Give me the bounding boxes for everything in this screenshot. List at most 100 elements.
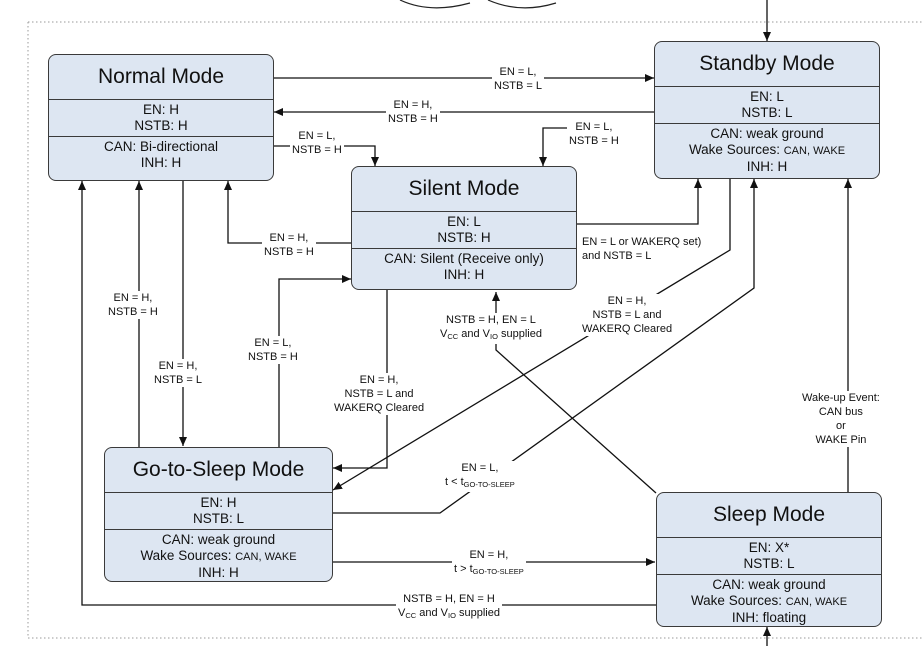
en-value: EN: X*	[748, 540, 790, 555]
wake-sources-value: CAN, WAKE	[783, 145, 846, 157]
en-value: EN: H	[200, 495, 237, 510]
condition-line: EN = H,	[607, 295, 647, 307]
condition-line: EN = L,	[461, 462, 499, 474]
inh-value: INH: H	[198, 565, 239, 580]
state-sleep-mode: Sleep Mode EN: X* NSTB: L CAN: weak grou…	[656, 492, 882, 627]
condition-line: NSTB = H	[292, 144, 342, 156]
time-subscript: GO-TO-SLEEP	[472, 567, 524, 576]
state-title: Go-to-Sleep Mode	[105, 448, 332, 493]
wake-sources: Wake Sources: CAN, WAKE	[105, 548, 332, 565]
nstb-value: NSTB: L	[743, 556, 795, 571]
vcc-subscript: CC	[447, 332, 459, 341]
state-title: Silent Mode	[352, 167, 576, 212]
diagram-border	[27, 21, 922, 639]
condition-line: NSTB = H	[108, 306, 158, 318]
condition-line: EN = L or WAKERQ set)	[582, 236, 702, 248]
condition-line: t > tGO-TO-SLEEP	[454, 562, 524, 579]
state-standby-mode: Standby Mode EN: L NSTB: L CAN: weak gro…	[654, 41, 880, 179]
label-standby-to-normal: EN = H, NSTB = H	[386, 98, 440, 126]
label-sleep-to-standby: Wake-up Event: CAN bus or WAKE Pin	[800, 391, 882, 447]
label-normal-to-silent: EN = L, NSTB = H	[290, 129, 344, 157]
condition-line: EN = H,	[113, 292, 153, 304]
condition-line: NSTB = H	[264, 246, 314, 258]
condition-line: VCC and VIO supplied	[440, 327, 542, 344]
state-outputs: CAN: Silent (Receive only) INH: H	[352, 248, 576, 285]
nstb-value: NSTB: L	[741, 105, 793, 120]
label-silent-to-normal: EN = H, NSTB = H	[262, 231, 316, 259]
state-outputs: CAN: weak ground Wake Sources: CAN, WAKE…	[657, 574, 881, 626]
condition-line: EN = L,	[298, 130, 336, 142]
state-normal-mode: Normal Mode EN: H NSTB: H CAN: Bi-direct…	[48, 54, 274, 181]
vio-subscript: IO	[490, 332, 498, 341]
inh-value: INH: H	[746, 159, 788, 174]
condition-line: EN = H,	[393, 99, 433, 111]
nstb-value: NSTB: L	[192, 511, 244, 526]
label-gotosleep-to-standby: EN = L, t < tGO-TO-SLEEP	[443, 461, 517, 492]
condition-line: EN = L,	[254, 337, 292, 349]
condition-line: NSTB = H	[388, 113, 438, 125]
condition-line: NSTB = L	[494, 80, 542, 92]
wake-sources-value: CAN, WAKE	[235, 551, 297, 563]
wake-sources-label: Wake Sources:	[690, 593, 786, 608]
state-title: Sleep Mode	[657, 493, 881, 538]
condition-line: EN = L,	[575, 121, 613, 133]
condition-line: EN = H,	[269, 232, 309, 244]
time-condition: t < t	[445, 476, 464, 488]
state-pins: EN: H NSTB: H	[49, 100, 273, 136]
label-gotosleep-to-silent: EN = L, NSTB = H	[246, 336, 300, 364]
state-outputs: CAN: weak ground Wake Sources: CAN, WAKE…	[655, 123, 879, 177]
cropped-ellipse-right	[487, 0, 557, 9]
state-pins: EN: L NSTB: H	[352, 212, 576, 248]
can-value: CAN: weak ground	[710, 126, 824, 141]
vio-symbol: and V	[458, 328, 490, 340]
condition-line: t < tGO-TO-SLEEP	[445, 475, 515, 492]
label-normal-to-gotosleep: EN = H, NSTB = L	[152, 359, 204, 387]
state-title: Normal Mode	[49, 55, 273, 100]
condition-line: or	[836, 420, 846, 432]
time-subscript: GO-TO-SLEEP	[463, 480, 515, 489]
condition-line: EN = H,	[469, 549, 509, 561]
wake-sources-value: CAN, WAKE	[785, 596, 848, 608]
condition-line: WAKERQ Cleared	[334, 402, 425, 414]
vcc-subscript: CC	[405, 611, 417, 620]
condition-line: NSTB = L and	[592, 309, 662, 321]
condition-line: and NSTB = L	[582, 250, 652, 262]
can-value: CAN: weak ground	[161, 532, 276, 547]
state-silent-mode: Silent Mode EN: L NSTB: H CAN: Silent (R…	[351, 166, 577, 290]
arrow-silent-to-standby	[577, 179, 702, 225]
state-title: Standby Mode	[655, 42, 879, 87]
state-pins: EN: L NSTB: L	[655, 87, 879, 123]
arrow-standby-to-gotosleep	[332, 179, 731, 491]
vio-symbol: and V	[416, 607, 448, 619]
time-condition: t > t	[454, 563, 473, 575]
label-sleep-to-silent: NSTB = H, EN = L VCC and VIO supplied	[438, 313, 544, 344]
state-go-to-sleep-mode: Go-to-Sleep Mode EN: H NSTB: L CAN: weak…	[104, 447, 333, 582]
condition-line: WAKE Pin	[815, 434, 867, 446]
can-value: CAN: Silent (Receive only)	[384, 251, 544, 266]
condition-line: EN = H,	[158, 360, 198, 372]
vcc-symbol: V	[398, 607, 406, 619]
state-outputs: CAN: Bi-directional INH: H	[49, 136, 273, 173]
inh-value: INH: H	[443, 267, 485, 282]
condition-line: EN = L,	[499, 66, 537, 78]
wake-sources-label: Wake Sources:	[140, 548, 236, 563]
can-value: CAN: Bi-directional	[103, 139, 219, 154]
state-pins: EN: X* NSTB: L	[657, 538, 881, 574]
state-outputs: CAN: weak ground Wake Sources: CAN, WAKE…	[105, 529, 332, 581]
inh-value: INH: floating	[731, 610, 807, 625]
wake-sources: Wake Sources: CAN, WAKE	[655, 142, 879, 159]
can-value: CAN: weak ground	[712, 577, 826, 592]
label-sleep-to-normal: NSTB = H, EN = H VCC and VIO supplied	[396, 592, 502, 623]
condition-line: WAKERQ Cleared	[582, 323, 673, 335]
nstb-value: NSTB: H	[437, 230, 491, 245]
label-silent-to-gotosleep: EN = H, NSTB = L and WAKERQ Cleared	[332, 373, 427, 415]
condition-line: EN = H,	[359, 374, 399, 386]
arrow-standby-to-silent	[539, 127, 578, 166]
en-value: EN: L	[447, 214, 481, 229]
supplied-text: supplied	[455, 607, 500, 619]
condition-line: NSTB = L and	[344, 388, 414, 400]
arrow-sleep-to-silent	[492, 292, 657, 494]
condition-line: NSTB = H	[248, 351, 298, 363]
wake-sources-label: Wake Sources:	[688, 142, 784, 157]
